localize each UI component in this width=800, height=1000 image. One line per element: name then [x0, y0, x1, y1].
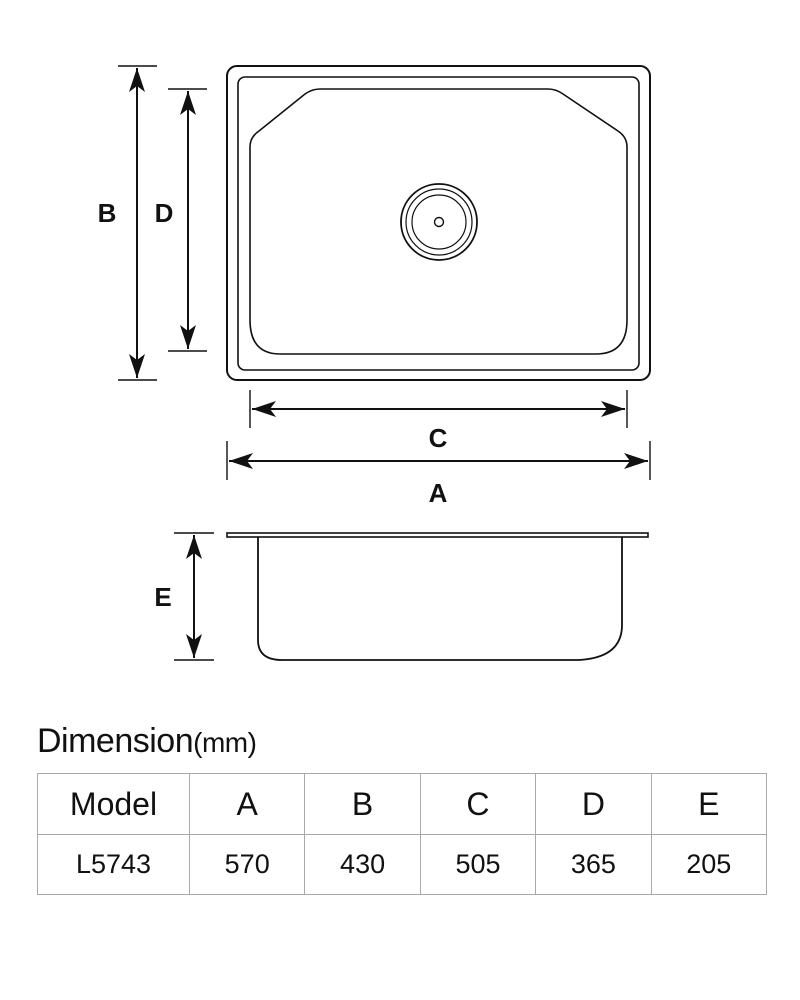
sink-top-view	[226, 65, 651, 381]
sink-outer-rim	[226, 65, 651, 381]
sink-basin-outline	[249, 88, 628, 355]
dimension-label-b: B	[98, 198, 117, 228]
table-row: L5743 570 430 505 365 205	[37, 834, 768, 895]
dimension-label-d: D	[155, 198, 174, 228]
sink-side-view	[226, 532, 649, 661]
cell-e: 205	[650, 834, 768, 895]
sink-side-bowl	[257, 537, 623, 661]
sink-inner-rim	[237, 76, 640, 371]
cell-model: L5743	[37, 834, 190, 895]
dimension-e	[174, 532, 214, 661]
cell-a: 570	[188, 834, 306, 895]
sink-technical-drawing: B D C A E	[98, 65, 651, 661]
column-header-c: C	[419, 773, 537, 835]
dimension-label-c: C	[429, 423, 448, 453]
column-header-d: D	[535, 773, 652, 835]
dimension-title-text: Dimension	[37, 722, 194, 760]
column-header-b: B	[304, 773, 421, 835]
column-header-a: A	[188, 773, 306, 835]
table-header-row: Model A B C D E	[37, 773, 768, 835]
dimension-b	[118, 65, 157, 381]
dimension-a	[226, 441, 651, 480]
dimension-unit-text: (mm)	[193, 727, 257, 758]
dimension-c	[249, 390, 628, 428]
cell-c: 505	[419, 834, 537, 895]
column-header-e: E	[650, 773, 768, 835]
drain-icon	[400, 183, 478, 261]
dimension-table: Model A B C D E L5743 570 430 505 365 20…	[37, 773, 768, 895]
sink-side-rim	[226, 532, 649, 538]
dimension-label-e: E	[154, 582, 171, 612]
dimension-table-title: Dimension(mm)	[37, 722, 257, 761]
dimension-label-a: A	[429, 478, 448, 508]
cell-b: 430	[304, 834, 421, 895]
dimension-d	[168, 88, 207, 352]
column-header-model: Model	[37, 773, 190, 835]
cell-d: 365	[535, 834, 652, 895]
